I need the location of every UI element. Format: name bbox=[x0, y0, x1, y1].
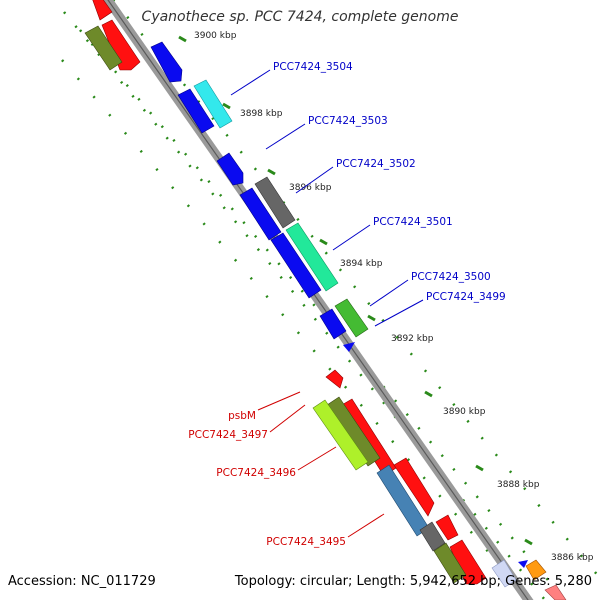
forward-label-leaders bbox=[230, 69, 424, 327]
gene-arrow bbox=[216, 152, 244, 186]
gene-arrow bbox=[491, 559, 517, 588]
tick-mark bbox=[524, 538, 533, 546]
tick-label: 3900 kbp bbox=[194, 31, 237, 41]
gene-arrow bbox=[544, 584, 567, 600]
outer-guide-line bbox=[63, 11, 546, 600]
gene-arrow bbox=[518, 560, 528, 568]
gene-arrow bbox=[193, 79, 233, 129]
tick-label: 3890 kbp bbox=[443, 407, 486, 417]
reverse-label-leaders bbox=[257, 391, 385, 538]
tick-label: 3892 kbp bbox=[391, 334, 434, 344]
gene-arrow bbox=[285, 222, 339, 292]
gene-arrow bbox=[435, 514, 459, 541]
outer-guide-line bbox=[112, 0, 600, 579]
label-leader bbox=[295, 166, 334, 194]
gene-arrow bbox=[177, 88, 215, 134]
label-leader bbox=[369, 279, 409, 307]
gene-arrow bbox=[525, 559, 547, 581]
tick-label: 3898 kbp bbox=[240, 109, 283, 119]
tick-mark bbox=[367, 314, 376, 322]
tick-mark bbox=[424, 390, 433, 398]
tick-label: 3886 kbp bbox=[551, 553, 594, 563]
gene-label: PCC7424_3500 bbox=[411, 271, 491, 283]
tick-mark bbox=[222, 102, 231, 110]
gene-arrow bbox=[239, 187, 282, 241]
reverse-genes bbox=[84, 25, 567, 600]
gene-arrow bbox=[334, 298, 369, 338]
gene-arrow bbox=[419, 521, 446, 552]
gene-arrow bbox=[343, 342, 355, 352]
gene-arrow bbox=[312, 399, 369, 471]
gene-arrow bbox=[433, 542, 467, 584]
inner-guide-line bbox=[61, 59, 531, 600]
tick-label: 3896 kbp bbox=[289, 183, 332, 193]
gene-arrow bbox=[270, 232, 322, 299]
tick-marks bbox=[178, 35, 533, 546]
gene-arrow bbox=[393, 457, 435, 517]
label-leader bbox=[347, 513, 385, 538]
accession-label: Accession: NC_011729 bbox=[8, 574, 156, 589]
gene-arrow bbox=[325, 369, 344, 389]
gene-label: PCC7424_3499 bbox=[426, 291, 506, 303]
label-leader bbox=[265, 123, 306, 150]
gene-label: PCC7424_3502 bbox=[336, 158, 416, 170]
reverse-gene-labels: psbM PCC7424_3497 PCC7424_3496 PCC7424_3… bbox=[188, 410, 346, 548]
gene-arrow bbox=[92, 0, 113, 21]
backbone bbox=[102, 0, 534, 600]
label-leader bbox=[257, 391, 301, 411]
tick-mark bbox=[178, 35, 187, 43]
gene-label: PCC7424_3495 bbox=[266, 536, 346, 548]
gene-arrow bbox=[254, 176, 296, 229]
label-leader bbox=[374, 299, 424, 327]
gene-label: PCC7424_3504 bbox=[273, 61, 353, 73]
label-leader bbox=[269, 404, 306, 433]
tick-mark bbox=[475, 464, 484, 472]
tick-mark bbox=[267, 168, 276, 176]
map-title: Cyanothece sp. PCC 7424, complete genome bbox=[141, 9, 459, 25]
gene-label: PCC7424_3496 bbox=[216, 467, 296, 479]
gene-arrow bbox=[449, 539, 487, 585]
gene-label: psbM bbox=[228, 410, 256, 422]
tick-label: 3894 kbp bbox=[340, 259, 383, 269]
backbone-edge bbox=[107, 0, 529, 600]
label-leader bbox=[332, 224, 371, 251]
gene-arrow bbox=[319, 308, 347, 340]
forward-gene-labels: PCC7424_3504 PCC7424_3503 PCC7424_3502 P… bbox=[273, 61, 506, 303]
gene-arrow bbox=[84, 25, 123, 71]
label-leader bbox=[230, 69, 271, 96]
ruler-guides bbox=[61, 0, 600, 600]
gene-label: PCC7424_3503 bbox=[308, 115, 388, 127]
gene-arrow bbox=[150, 41, 183, 83]
label-leader bbox=[297, 446, 337, 471]
forward-genes bbox=[92, 0, 547, 585]
gene-label: PCC7424_3501 bbox=[373, 216, 453, 228]
tick-mark bbox=[319, 238, 328, 246]
tick-label: 3888 kbp bbox=[497, 480, 540, 490]
tick-labels: 3900 kbp 3898 kbp 3896 kbp 3894 kbp 3892… bbox=[194, 31, 594, 563]
gene-label: PCC7424_3497 bbox=[188, 429, 268, 441]
topology-label: Topology: circular; Length: 5,942,652 bp… bbox=[234, 574, 592, 589]
